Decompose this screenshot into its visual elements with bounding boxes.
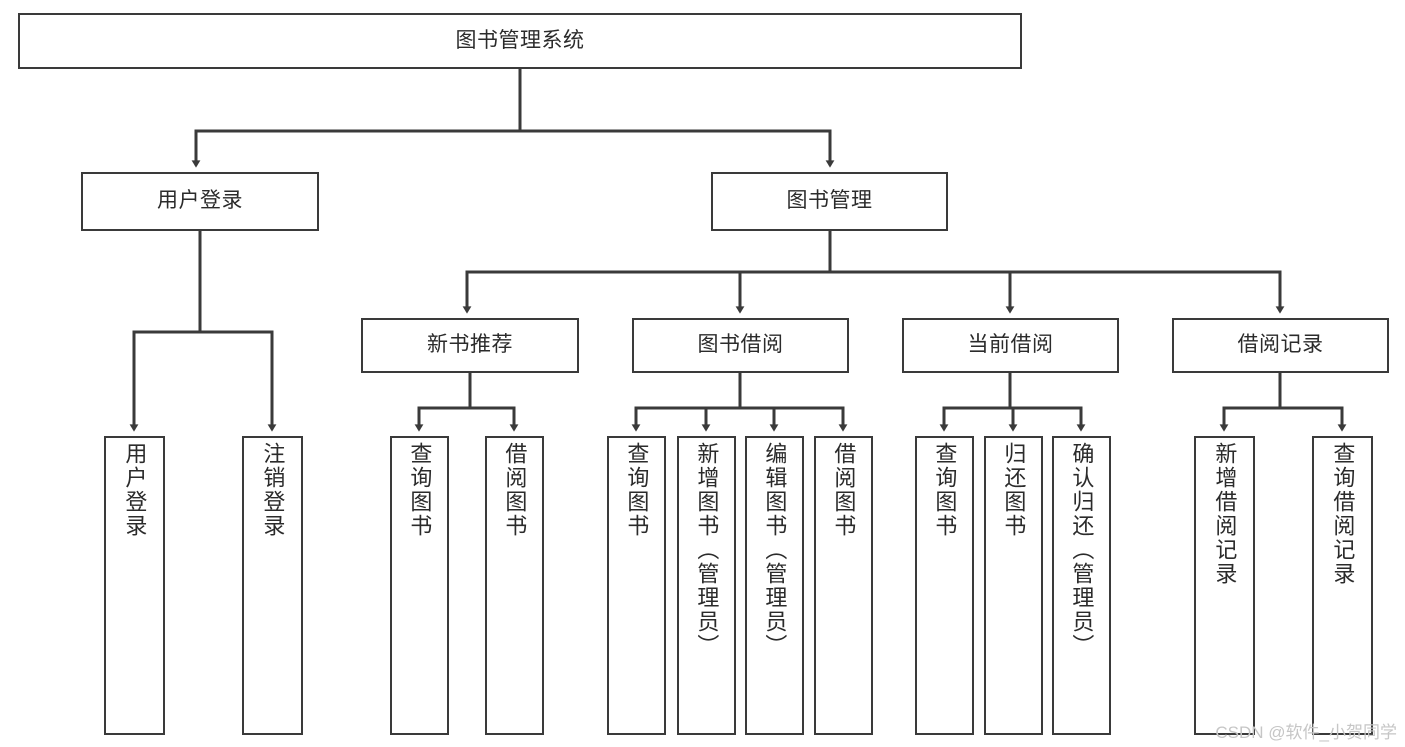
node-label: 查询借阅记录 <box>1330 442 1356 586</box>
node-leaf-logout-login[interactable]: 注销登录 <box>242 436 303 735</box>
node-leaf-user-login[interactable]: 用户登录 <box>104 436 165 735</box>
node-label: 当前借阅 <box>967 333 1054 357</box>
node-label: 查询图书 <box>624 442 650 538</box>
node-book-borrow[interactable]: 图书借阅 <box>632 318 849 373</box>
node-leaf-query-book-1[interactable]: 查询图书 <box>390 436 449 735</box>
node-leaf-query-book-2[interactable]: 查询图书 <box>607 436 666 735</box>
node-label: 借阅图书 <box>502 442 528 538</box>
watermark-text: CSDN @软件_小贺同学 <box>1215 723 1397 742</box>
node-label: 新增图书（管理员） <box>694 442 720 658</box>
node-leaf-confirm-return-admin[interactable]: 确认归还（管理员） <box>1052 436 1111 735</box>
node-root-system[interactable]: 图书管理系统 <box>18 13 1022 69</box>
node-label: 新增借阅记录 <box>1212 442 1238 586</box>
node-label: 图书管理系统 <box>455 28 585 52</box>
node-label: 借阅记录 <box>1237 333 1324 357</box>
node-label: 查询图书 <box>407 442 433 538</box>
node-label: 注销登录 <box>260 442 286 538</box>
node-label: 图书管理 <box>786 189 873 213</box>
node-label: 归还图书 <box>1001 442 1027 538</box>
node-leaf-add-borrow-record[interactable]: 新增借阅记录 <box>1194 436 1255 735</box>
node-label: 查询图书 <box>932 442 958 538</box>
node-leaf-borrow-book-2[interactable]: 借阅图书 <box>814 436 873 735</box>
node-leaf-return-book[interactable]: 归还图书 <box>984 436 1043 735</box>
node-new-book-recommend[interactable]: 新书推荐 <box>361 318 579 373</box>
node-label: 确认归还（管理员） <box>1069 442 1095 658</box>
node-borrow-record[interactable]: 借阅记录 <box>1172 318 1389 373</box>
node-label: 借阅图书 <box>831 442 857 538</box>
node-leaf-query-book-3[interactable]: 查询图书 <box>915 436 974 735</box>
node-leaf-add-book-admin[interactable]: 新增图书（管理员） <box>677 436 736 735</box>
node-label: 新书推荐 <box>427 333 513 357</box>
node-leaf-query-borrow-record[interactable]: 查询借阅记录 <box>1312 436 1373 735</box>
node-label: 图书借阅 <box>697 333 784 357</box>
node-leaf-edit-book-admin[interactable]: 编辑图书（管理员） <box>745 436 804 735</box>
node-label: 用户登录 <box>122 442 148 538</box>
node-label: 编辑图书（管理员） <box>762 442 788 658</box>
node-current-borrow[interactable]: 当前借阅 <box>902 318 1119 373</box>
node-user-login[interactable]: 用户登录 <box>81 172 319 231</box>
node-leaf-borrow-book-1[interactable]: 借阅图书 <box>485 436 544 735</box>
node-label: 用户登录 <box>157 189 243 213</box>
node-book-manage[interactable]: 图书管理 <box>711 172 948 231</box>
